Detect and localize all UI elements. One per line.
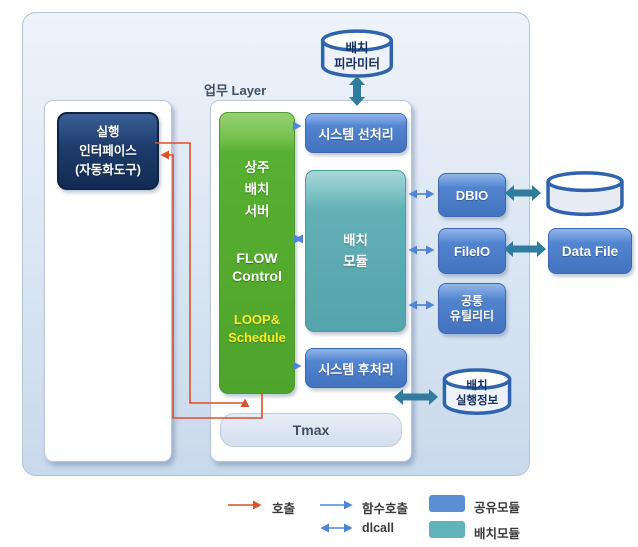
batch-parameter-cylinder: 배치 피라미터	[318, 28, 396, 80]
cylinder-icon	[318, 28, 396, 80]
legend-shared-label: 공유모듈	[474, 501, 521, 515]
tmax-bar: Tmax	[220, 413, 402, 447]
legend-call-label: 호출	[272, 502, 296, 516]
flow-control-label: FLOW Control	[232, 250, 282, 284]
loop-schedule-label: LOOP& Schedule	[228, 312, 286, 345]
legend-shared-swatch	[429, 495, 465, 512]
batch-module-box: 배치 모듈	[305, 170, 406, 332]
resident-batch-server-box: 상주 배치 서버 FLOW Control LOOP& Schedule	[219, 112, 295, 394]
db-cylinder	[543, 170, 627, 218]
legend-batch-swatch	[429, 521, 465, 538]
cylinder-icon	[543, 170, 627, 218]
fileio-box: FileIO	[438, 228, 506, 274]
system-preprocess-box: 시스템 선처리	[305, 113, 407, 153]
exec-interface-line: (자동화도구)	[75, 162, 141, 177]
common-utility-box: 공통 유틸리티	[438, 283, 506, 334]
batch-parameter-label: 배치 피라미터	[333, 41, 380, 71]
server-title: 상주 배치 서버	[244, 160, 270, 219]
dbio-box: DBIO	[438, 173, 506, 217]
legend-batch-label: 배치모듈	[474, 527, 521, 541]
legend-dlcall-label: dlcall	[362, 521, 394, 535]
legend-func-label: 함수호출	[362, 502, 409, 516]
data-file-box: Data File	[548, 228, 632, 274]
system-postprocess-box: 시스템 후처리	[305, 348, 407, 388]
exec-interface-line: 인터페이스	[79, 143, 137, 158]
work-layer-label: 업무 Layer	[204, 83, 267, 98]
exec-interface-box: 실행 인터페이스 (자동화도구)	[57, 112, 159, 190]
cylinder-icon	[440, 367, 514, 417]
batch-execinfo-cylinder: 배치 실행정보	[440, 367, 514, 417]
exec-interface-line: 실행	[96, 124, 120, 139]
batch-execinfo-label: 배치 실행정보	[455, 380, 499, 407]
